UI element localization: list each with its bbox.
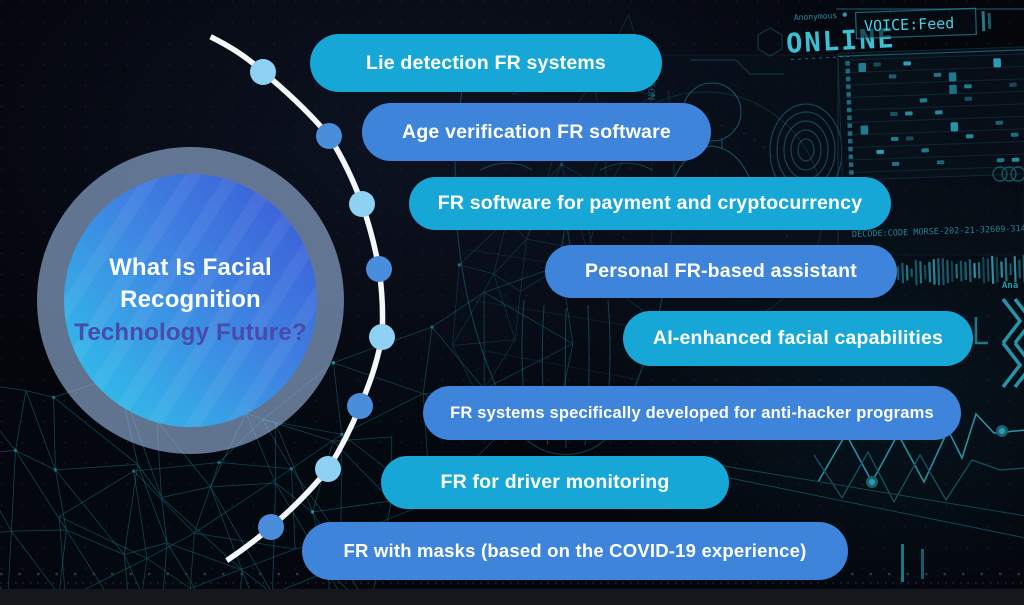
pill-label: Age verification FR software xyxy=(402,120,671,143)
status-dot xyxy=(842,12,847,17)
coil-icon xyxy=(992,166,1024,182)
timeline-node xyxy=(369,324,395,350)
footer-strip xyxy=(0,589,1024,605)
title-line-3: Technology Future? xyxy=(74,318,307,346)
signal-bar xyxy=(921,549,924,579)
matrix-panel xyxy=(837,46,1024,181)
pill-label: FR with masks (based on the COVID-19 exp… xyxy=(343,540,807,561)
pill-label: Personal FR-based assistant xyxy=(585,260,857,282)
pill-item: FR for driver monitoring xyxy=(381,456,729,509)
pill-label: FR software for payment and cryptocurren… xyxy=(437,192,863,214)
timeline-node xyxy=(258,514,284,540)
timeline-node xyxy=(349,191,375,217)
timeline-node xyxy=(316,123,342,149)
anonymous-label: Anonymous xyxy=(794,11,838,22)
chart-zigzag xyxy=(699,412,1024,582)
timeline-node xyxy=(250,59,276,85)
pill-label: FR for driver monitoring xyxy=(440,471,670,493)
central-circle-ring: What Is Facial Recognition Technology Fu… xyxy=(37,147,344,454)
bracket-mark xyxy=(974,317,988,345)
voice-feed-label: VOICE:Feed xyxy=(864,14,955,35)
pill-item: AI-enhanced facial capabilities xyxy=(623,311,973,366)
voice-feed-frame xyxy=(854,7,978,40)
signal-bar xyxy=(901,544,904,582)
pill-label: Lie detection FR systems xyxy=(366,51,606,74)
pill-label: AI-enhanced facial capabilities xyxy=(652,327,944,349)
pill-item: Personal FR-based assistant xyxy=(545,245,897,298)
title-line-1: What Is Facial xyxy=(109,254,272,282)
pill-item: Lie detection FR systems xyxy=(310,34,662,92)
timeline-node xyxy=(315,456,341,482)
page-title: What Is Facial Recognition Technology Fu… xyxy=(74,252,306,348)
pill-item: Age verification FR software xyxy=(362,103,711,161)
hud-texts: Anonymous ONLINE VOICE:Feed DECODE:CODE … xyxy=(511,7,1024,291)
chevrons-icon xyxy=(1001,297,1024,389)
pill-item: FR software for payment and cryptocurren… xyxy=(409,177,891,230)
pill-label: FR systems specifically developed for an… xyxy=(450,403,934,422)
timeline-node xyxy=(366,256,392,282)
ana-label: Ana xyxy=(1002,281,1018,291)
title-line-2: Recognition xyxy=(120,286,261,314)
timeline-node xyxy=(347,393,373,419)
pill-item: FR with masks (based on the COVID-19 exp… xyxy=(302,522,848,580)
pill-item: FR systems specifically developed for an… xyxy=(423,386,961,440)
barcode xyxy=(896,255,1024,286)
central-circle: What Is Facial Recognition Technology Fu… xyxy=(64,174,317,427)
timeline-arc xyxy=(209,34,386,563)
